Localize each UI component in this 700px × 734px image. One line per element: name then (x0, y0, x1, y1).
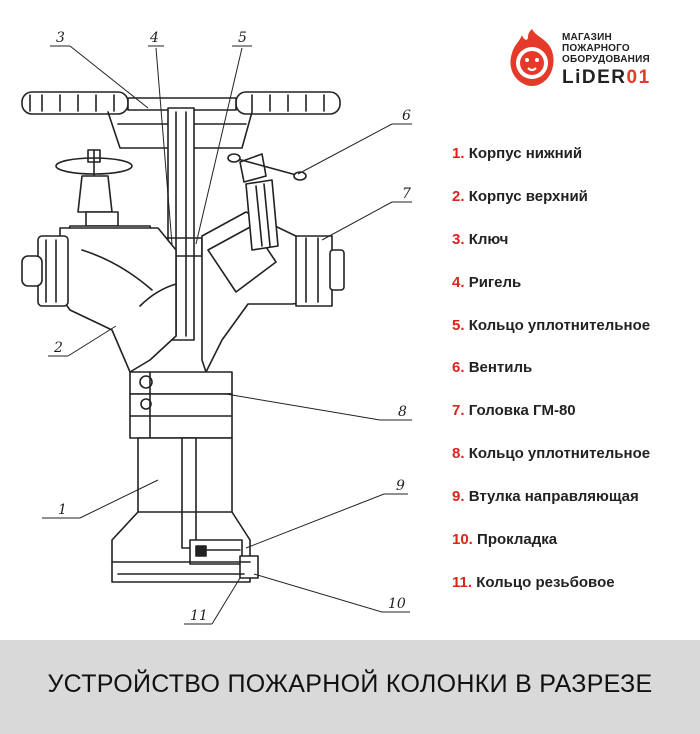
callout-1: 1 (58, 502, 67, 518)
legend-number: 5. (452, 316, 465, 334)
legend-label: Ключ (468, 230, 509, 248)
legend-item: 11. Кольцо резьбовое (452, 574, 650, 617)
callout-4: 4 (149, 30, 159, 46)
callout-2: 2 (53, 340, 63, 356)
legend-number: 9. (452, 488, 465, 506)
logo-brand: LiDER01 (562, 67, 651, 89)
callout-7: 7 (402, 186, 411, 202)
legend-item: 5. Кольцо уплотнительное (452, 317, 650, 360)
hydrant-cross-section-diagram: 3 4 5 6 7 2 8 1 9 10 11 (21, 30, 412, 625)
callout-11: 11 (190, 608, 208, 624)
lower-body (111, 437, 259, 583)
legend-item: 7. Головка ГМ-80 (452, 402, 650, 445)
callout-leaders (42, 45, 412, 625)
legend-label: Головка ГМ-80 (468, 402, 576, 420)
legend-number: 8. (452, 445, 465, 463)
legend-item: 9. Втулка направляющая (452, 488, 650, 531)
legend-item: 8. Кольцо уплотнительное (452, 445, 650, 488)
legend-number: 10. (452, 531, 473, 549)
legend-item: 1. Корпус нижний (452, 145, 650, 188)
logo-brand-text: LiDER (562, 67, 627, 88)
legend-item: 4. Ригель (452, 274, 650, 317)
callout-6: 6 (402, 108, 411, 124)
legend-label: Корпус нижний (468, 145, 583, 162)
callout-8: 8 (398, 404, 407, 420)
lion-flame-icon (510, 29, 554, 86)
legend-number: 6. (452, 359, 465, 377)
logo-store-text: МАГАЗИН ПОЖАРНОГО ОБОРУДОВАНИЯ (562, 32, 650, 65)
legend-number: 2. (452, 187, 465, 205)
logo-store-line-2: ПОЖАРНОГО (562, 43, 630, 54)
callout-5: 5 (238, 30, 247, 46)
legend-label: Вентиль (468, 359, 533, 377)
upper-body-left-outlet (21, 227, 177, 373)
legend-label: Прокладка (477, 531, 558, 549)
footer-title: УСТРОЙСТВО ПОЖАРНОЙ КОЛОНКИ В РАЗРЕЗЕ (47, 670, 653, 698)
footer-banner: УСТРОЙСТВО ПОЖАРНОЙ КОЛОНКИ В РАЗРЕЗЕ (0, 640, 700, 734)
store-logo: МАГАЗИН ПОЖАРНОГО ОБОРУДОВАНИЯ LiDER01 (506, 27, 676, 97)
legend-number: 11. (452, 573, 473, 591)
parts-legend: 1. Корпус нижний 2. Корпус верхний 3. Кл… (452, 145, 650, 617)
legend-item: 10. Прокладка (452, 531, 650, 574)
legend-label: Ригель (468, 273, 522, 291)
legend-label: Кольцо резьбовое (476, 573, 615, 591)
legend-item: 2. Корпус верхний (452, 188, 650, 231)
callout-3: 3 (56, 30, 65, 46)
legend-number: 7. (452, 402, 465, 420)
legend-label: Кольцо уплотнительное (468, 316, 651, 334)
legend-label: Кольцо уплотнительное (468, 445, 651, 463)
right-outlet-valve (201, 153, 345, 373)
logo-brand-number: 01 (626, 67, 651, 88)
legend-item: 6. Вентиль (452, 359, 650, 402)
legend-item: 3. Ключ (452, 231, 650, 274)
legend-number: 4. (452, 273, 465, 291)
logo-store-line-3: ОБОРУДОВАНИЯ (562, 54, 650, 65)
legend-number: 3. (452, 230, 465, 248)
legend-label: Корпус верхний (468, 187, 588, 205)
callout-10: 10 (388, 596, 406, 612)
middle-flange (129, 371, 233, 439)
legend-number: 1. (452, 145, 465, 162)
callout-numbers: 3 4 5 6 7 2 8 1 9 10 11 (53, 30, 411, 624)
callout-9: 9 (396, 478, 405, 494)
logo-store-line-1: МАГАЗИН (562, 32, 612, 43)
legend-label: Втулка направляющая (468, 488, 639, 506)
